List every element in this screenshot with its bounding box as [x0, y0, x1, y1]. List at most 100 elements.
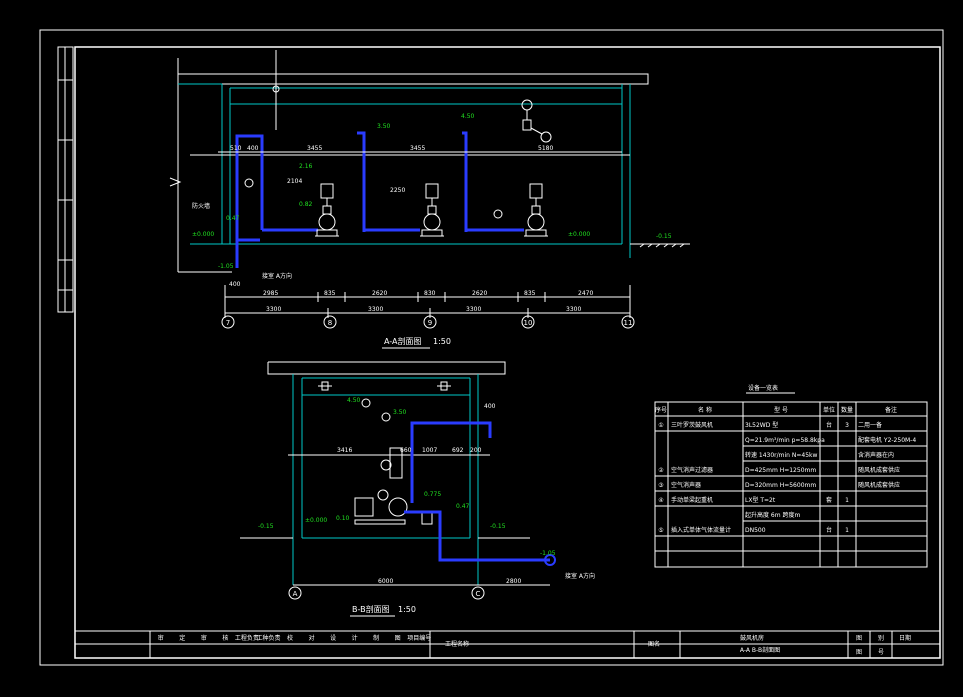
aa-title: A-A剖面图	[384, 336, 421, 346]
aa-bdim-3: 2620	[372, 290, 387, 297]
title-block-cell-6: 校	[287, 634, 293, 642]
table-cell-r6-c2: 起升高度 6m 跨度m	[745, 511, 800, 519]
table-cell-r2-c5: 含消声器在内	[858, 451, 894, 459]
bb-dim-1007: 1007	[422, 447, 437, 454]
aa-bdim2-3: 3300	[368, 306, 383, 313]
table-cell-r0-c2: 3L52WD 型	[745, 421, 778, 429]
title-block-cell-2: 审	[201, 634, 207, 642]
title-block-right-1: 别	[878, 634, 884, 642]
table-cell-r7-c2: DN500	[745, 527, 766, 534]
aa-bdim2-1: 400	[229, 281, 241, 288]
aa-elev-000-left: ±0.000	[192, 231, 214, 238]
table-cell-r3-c0: ②	[658, 467, 664, 474]
title-block-cell-1: 定	[179, 634, 185, 642]
table-cell-r1-c5: 配套电机 Y2-250M-4	[858, 436, 916, 444]
bb-dim-400: 400	[484, 403, 496, 410]
table-cell-r0-c0: ①	[658, 422, 663, 429]
title-block-cell-0: 审	[158, 634, 164, 642]
table-cell-r3-c5: 随风机成套供应	[858, 466, 900, 474]
aa-grid-8: 8	[328, 319, 332, 327]
title-block-cell-5: 工种负责	[256, 634, 280, 642]
aa-grid-11: 11	[624, 319, 633, 327]
table-cell-r4-c2: D=320mm H=5600mm	[745, 482, 816, 489]
aa-bdim2-5: 3300	[566, 306, 581, 313]
aa-bdim-5: 2620	[472, 290, 487, 297]
table-cell-r0-c3: 台	[826, 421, 832, 429]
table-cell-r4-c0: ③	[658, 482, 663, 489]
aa-scale: 1:50	[433, 337, 451, 346]
aa-wall-label: 防火墙	[192, 202, 210, 210]
bb-inlet-label: 接室 A方向	[565, 572, 595, 580]
section-bb: 4.50 3.50 0.775 0.47 ±0.000 0.10 -0.15 -…	[240, 361, 595, 617]
th-unit: 单位	[823, 406, 835, 414]
table-cell-r5-c4: 1	[845, 497, 849, 504]
table-cell-r7-c4: 1	[845, 527, 849, 534]
bb-title: B-B剖面图	[352, 604, 390, 614]
outer-frame	[39, 29, 944, 666]
bb-grid-c: C	[476, 590, 481, 598]
title-block-cell-10: 制	[373, 634, 379, 642]
table-cell-r1-c2: Q=21.9m³/min p=58.8kpa	[745, 437, 825, 444]
table-cell-r5-c2: LX型 T=2t	[745, 496, 776, 504]
title-block-cell-7: 对	[309, 634, 315, 642]
th-model: 型 号	[774, 406, 788, 414]
table-cell-r0-c1: 三叶罗茨鼓风机	[671, 421, 713, 429]
table-cell-r7-c3: 台	[826, 526, 832, 534]
aa-grid-7: 7	[226, 319, 230, 327]
bb-elev-047: 0.47	[456, 503, 470, 510]
aa-elev-105: -1.05	[218, 263, 234, 270]
aa-bdim-1: 2985	[263, 290, 278, 297]
title-block-cell-4: 工程负责	[235, 634, 259, 642]
aa-bdim-7: 2470	[578, 290, 593, 297]
aa-dim-3455-b: 3455	[410, 145, 425, 152]
bb-dim-2800: 2800	[506, 578, 521, 585]
aa-bdim-6: 835	[524, 290, 536, 297]
table-cell-r5-c1: 手动单梁起重机	[671, 496, 713, 504]
table-cell-r7-c1: 插入式单体气体流量计	[671, 526, 731, 534]
bb-elev-450: 4.50	[347, 397, 361, 404]
aa-elev-047: 0.47	[226, 215, 240, 222]
title-block-cell-3: 核	[222, 634, 228, 642]
aa-dim-510: 510	[230, 145, 242, 152]
bb-dim-692: 692	[452, 447, 464, 454]
table-cell-r2-c2: 转速 1430r/min N=45kw	[745, 451, 818, 459]
section-aa: 4.50 4.50 3.50 2.16 0.82 0.47 ±0.000 ±0.…	[169, 50, 690, 349]
aa-dim-3455-a: 3455	[307, 145, 322, 152]
table-cell-r0-c4: 3	[845, 422, 849, 429]
table-cell-r4-c5: 随风机成套供应	[858, 481, 900, 489]
drawing-name-2: A-A B-B剖面图	[740, 646, 780, 654]
sheet-label: 图名	[648, 640, 660, 648]
th-name: 名 称	[698, 406, 712, 414]
aa-grid-10: 10	[524, 319, 533, 327]
title-block-cell-11: 图	[395, 635, 401, 642]
title-block-right-3: 图	[856, 649, 862, 656]
aa-elev-350: 3.50	[377, 123, 391, 130]
aa-elev-082: 0.82	[299, 201, 313, 208]
title-block-cells: 审 定 审 核工程负责工种负责校 对 设 计 制 图项目编号	[158, 634, 431, 642]
bb-elev-015-left: -0.15	[258, 523, 274, 530]
table-cell-r0-c5: 二用一备	[858, 421, 882, 429]
aa-elev-216: 2.16	[299, 163, 313, 170]
table-cell-r3-c2: D=425mm H=1250mm	[745, 467, 816, 474]
aa-dim-2104: 2104	[287, 178, 302, 185]
title-block-cell-12: 项目编号	[407, 634, 431, 642]
bb-elev-105: -1.05	[540, 550, 556, 557]
title-block-right-2: 日期	[899, 634, 911, 642]
aa-inlet-label: 接室 A方向	[262, 272, 292, 280]
bb-grid-a: A	[293, 590, 298, 598]
title-block-cell-8: 设	[330, 634, 336, 642]
bb-elev-010: 0.10	[336, 515, 350, 522]
th-no: 序号	[655, 406, 667, 414]
aa-bdim2-4: 3300	[466, 306, 481, 313]
table-cell-r5-c0: ④	[658, 497, 663, 504]
bb-elev-015-right: -0.15	[490, 523, 506, 530]
table-cell-r4-c1: 空气消声器	[671, 481, 701, 489]
th-note: 备注	[885, 406, 897, 414]
bb-dim-3416: 3416	[337, 447, 352, 454]
aa-bdim-2: 835	[324, 290, 336, 297]
title-block-cell-9: 计	[352, 634, 358, 642]
project-label: 工程名称	[445, 640, 469, 648]
